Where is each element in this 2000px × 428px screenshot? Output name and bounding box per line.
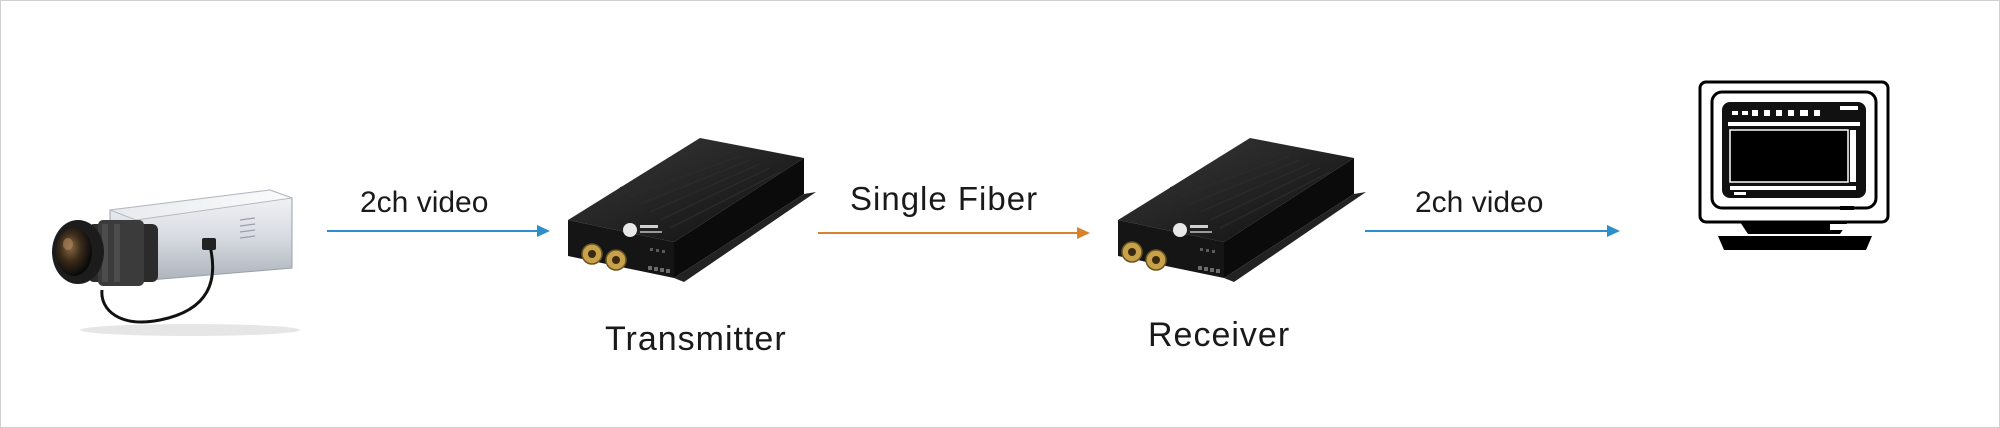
- receiver-node: [1110, 130, 1370, 310]
- monitor-node: [1690, 78, 1890, 258]
- link-label-camera-to-transmitter: 2ch video: [360, 186, 489, 219]
- transmitter-node: [560, 130, 820, 310]
- receiver-label: Receiver: [1148, 316, 1291, 354]
- link-label-single-fiber: Single Fiber: [850, 180, 1039, 217]
- cctv-camera-icon: [52, 189, 300, 336]
- crt-monitor-icon: [1698, 80, 1890, 250]
- link-label-receiver-to-monitor: 2ch video: [1415, 186, 1544, 219]
- transmitter-label: Transmitter: [605, 320, 787, 358]
- camera-node: [40, 180, 300, 340]
- fiber-transmitter-icon: [568, 138, 816, 282]
- fiber-receiver-icon: [1118, 138, 1366, 282]
